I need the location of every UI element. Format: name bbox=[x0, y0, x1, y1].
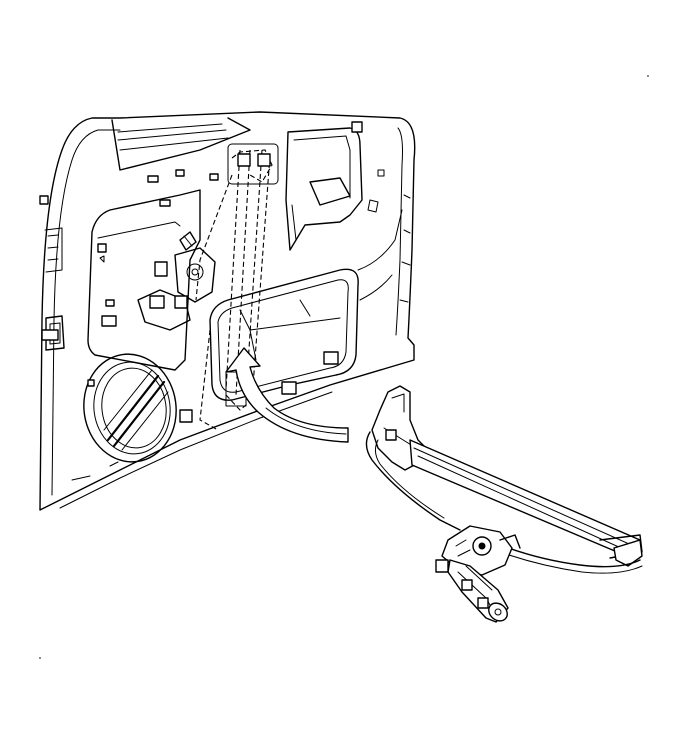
speaker-opening bbox=[83, 353, 193, 463]
door-inner-panel bbox=[39, 111, 416, 511]
install-arrow bbox=[225, 347, 349, 443]
removed-regulator bbox=[365, 385, 643, 623]
installed-regulator bbox=[195, 143, 279, 431]
installed-motor bbox=[137, 231, 216, 331]
